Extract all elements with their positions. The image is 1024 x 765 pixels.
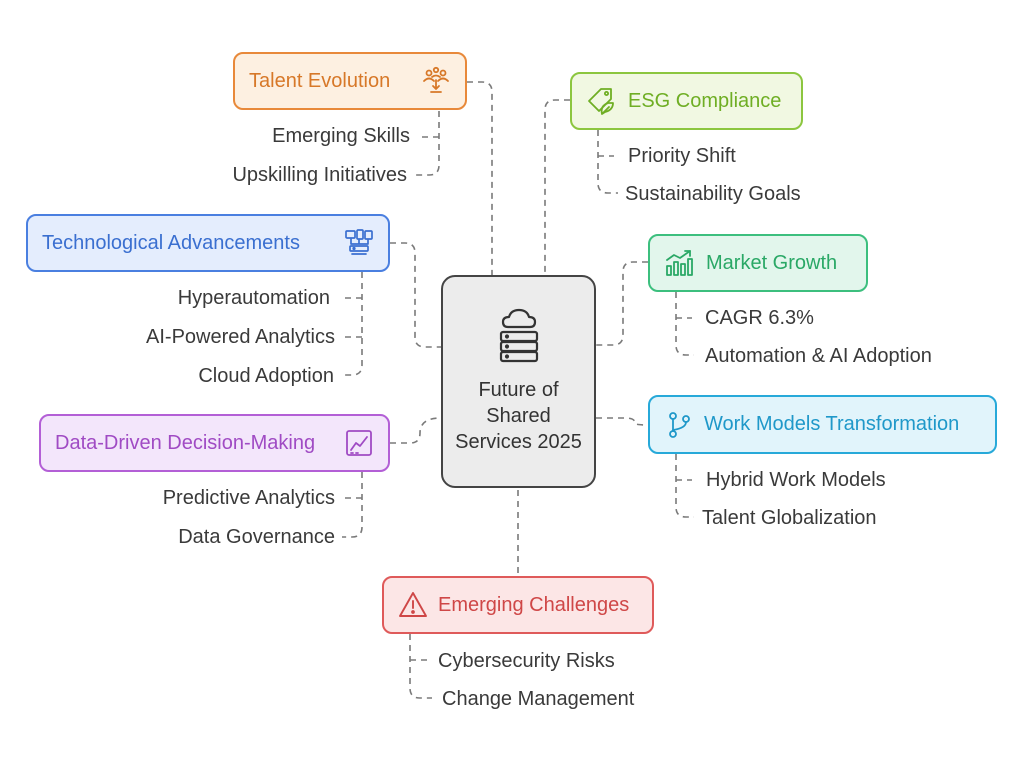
topic-data-driven-decision-making[interactable]: Data-Driven Decision-Making <box>39 414 390 472</box>
topic-label: Market Growth <box>706 251 838 274</box>
list-item: CAGR 6.3% <box>705 307 814 329</box>
topic-label: Data-Driven Decision-Making <box>55 431 316 454</box>
list-item: Cybersecurity Risks <box>438 650 615 672</box>
list-item: Change Management <box>442 688 635 710</box>
list-item: Hybrid Work Models <box>706 469 886 491</box>
branch-icon <box>664 410 694 440</box>
list-item: Cloud Adoption <box>198 365 334 387</box>
topic-work-models-transformation[interactable]: Work Models Transformation <box>648 395 997 454</box>
topic-esg-compliance[interactable]: ESG Compliance <box>570 72 803 130</box>
bar-growth-icon <box>664 248 694 278</box>
list-item: Hyperautomation <box>177 287 330 309</box>
list-item: Predictive Analytics <box>162 487 335 509</box>
devices-network-icon <box>344 228 374 258</box>
warning-icon <box>398 590 428 620</box>
central-topic: Future of Shared Services 2025 <box>441 275 596 488</box>
trend-chart-icon <box>344 428 374 458</box>
list-item: Upskilling Initiatives <box>232 164 407 186</box>
topic-talent-evolution[interactable]: Talent Evolution <box>233 52 467 110</box>
team-growth-icon <box>421 66 451 96</box>
list-item: Talent Globalization <box>702 507 877 529</box>
list-item: Data Governance <box>178 526 335 548</box>
list-item: Emerging Skills <box>272 125 410 147</box>
list-item: Priority Shift <box>628 145 736 167</box>
eco-tag-icon <box>586 86 616 116</box>
topic-emerging-challenges[interactable]: Emerging Challenges <box>382 576 654 634</box>
topic-label: ESG Compliance <box>628 89 782 112</box>
central-topic-title: Future of Shared Services 2025 <box>455 379 582 453</box>
topic-market-growth[interactable]: Market Growth <box>648 234 868 292</box>
topic-label: Technological Advancements <box>42 231 300 254</box>
list-item: AI-Powered Analytics <box>146 326 335 348</box>
topic-label: Work Models Transformation <box>704 413 960 435</box>
list-item: Sustainability Goals <box>625 183 801 205</box>
cloud-server-icon <box>497 308 541 369</box>
topic-label: Talent Evolution <box>249 69 391 92</box>
topic-technological-advancements[interactable]: Technological Advancements <box>26 214 390 272</box>
topic-label: Emerging Challenges <box>438 593 630 616</box>
list-item: Automation & AI Adoption <box>705 345 932 367</box>
